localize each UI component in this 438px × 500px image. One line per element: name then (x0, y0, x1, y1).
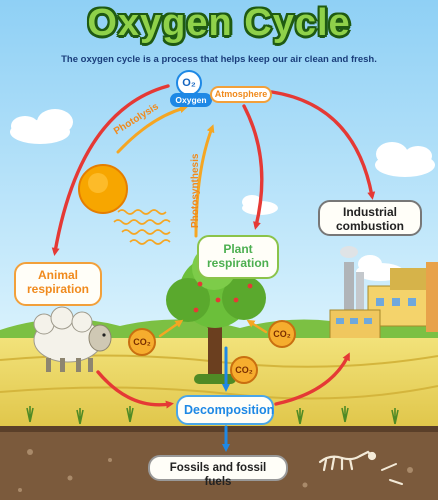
red-arrows (51, 84, 376, 409)
arrow-photolysis (116, 105, 188, 154)
cloud-icon (10, 109, 73, 144)
sun-rays (113, 209, 171, 245)
atmosphere-label: Atmosphere (210, 86, 272, 103)
diagram-title: Oxygen Cycle (87, 2, 351, 44)
sheep-icon (33, 306, 112, 372)
oxygen-tag: Oxygen (170, 93, 212, 107)
arrow-atmosphere-to-industrial (270, 90, 376, 200)
fossils-box: Fossils and fossil fuels (148, 455, 288, 488)
diagram-subtitle: The oxygen cycle is a process that helps… (61, 54, 377, 65)
cloud-icon (375, 142, 435, 177)
industrial-combustion-box: Industrial combustion (318, 200, 422, 236)
animal-respiration-box: Animal respiration (14, 262, 102, 306)
arrow-co2-right-to-tree (246, 319, 268, 334)
arrow-decomposition-to-factory (274, 352, 350, 406)
orange-arrows (116, 105, 215, 238)
co2-molecule-icon: CO₂ (230, 356, 258, 384)
decomposition-box: Decomposition (176, 395, 274, 425)
arrow-co2-to-tree (158, 319, 184, 338)
arrow-animal-to-decomposition (96, 370, 174, 409)
skeleton-icon (318, 450, 377, 472)
arrow-atmosphere-to-plant (242, 104, 264, 230)
co2-molecule-icon: CO₂ (128, 328, 156, 356)
arrow-atmosphere-to-animal (51, 84, 170, 256)
sun-icon (78, 164, 128, 214)
arrow-photosynthesis (194, 124, 215, 238)
co2-molecule-icon: CO₂ (268, 320, 296, 348)
grass (26, 406, 399, 425)
plant-respiration-box: Plant respiration (197, 235, 279, 279)
photosynthesis-label: Photosynthesis (190, 153, 201, 228)
